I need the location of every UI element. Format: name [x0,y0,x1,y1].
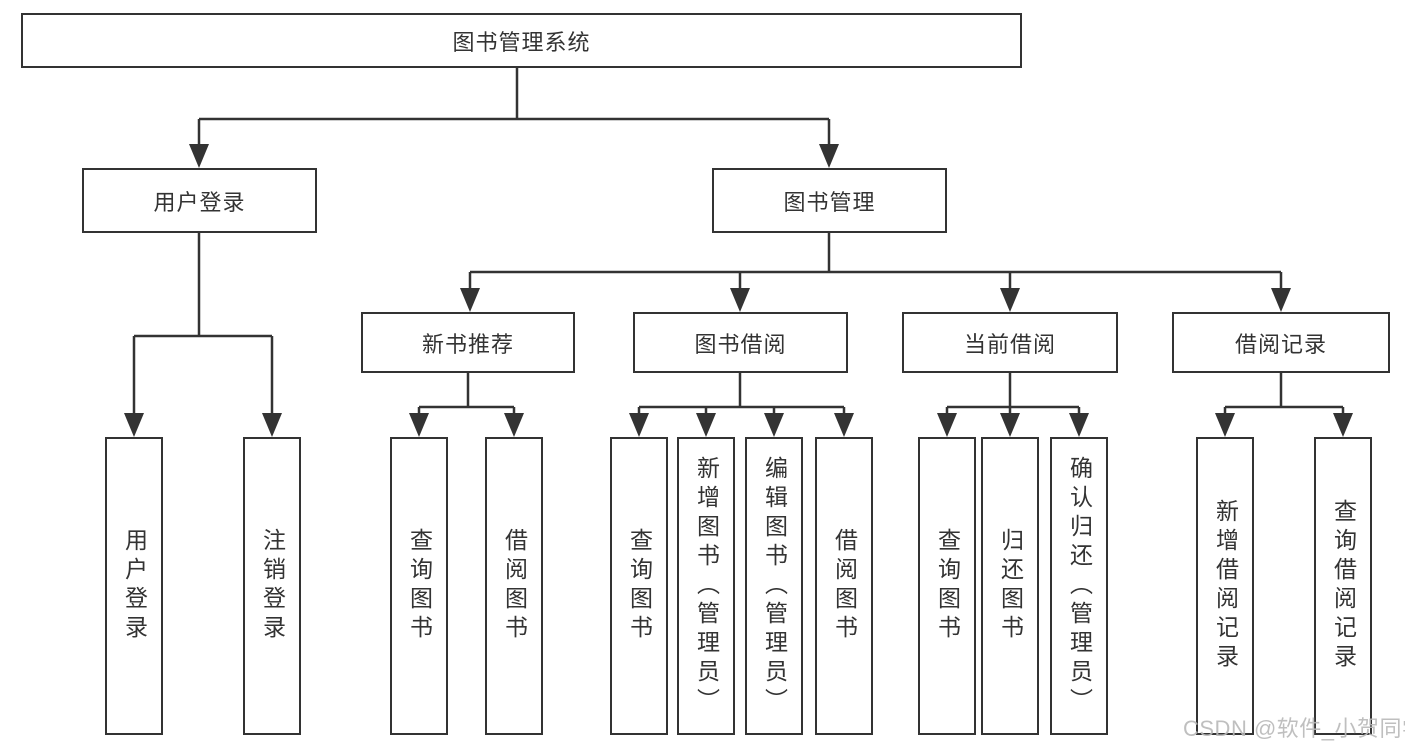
leaf-borrowing-edit-books-admin-label: 编辑图书（管理员） [761,455,788,717]
leaf-records-add-record: 新增借阅记录 [1196,437,1254,735]
node-book-management: 图书管理 [712,168,947,233]
leaf-user-login: 用户登录 [105,437,163,735]
node-borrowing-records: 借阅记录 [1172,312,1390,373]
leaf-borrowing-query-books: 查询图书 [610,437,668,735]
leaf-current-confirm-return-admin-label: 确认归还（管理员） [1066,455,1093,717]
node-book-borrowing: 图书借阅 [633,312,848,373]
leaf-current-return-books-label: 归还图书 [997,528,1024,644]
leaf-current-return-books: 归还图书 [981,437,1039,735]
leaf-records-query-record-label: 查询借阅记录 [1330,499,1357,673]
leaf-recommend-query-books-label: 查询图书 [406,528,433,644]
leaf-logout-label: 注销登录 [259,528,286,644]
leaf-current-query-books: 查询图书 [918,437,976,735]
node-root-label: 图书管理系统 [452,29,591,55]
leaf-current-confirm-return-admin: 确认归还（管理员） [1050,437,1108,735]
csdn-watermark: CSDN @软件_小贺同学 [1183,716,1405,741]
node-current-borrowing-label: 当前借阅 [963,331,1056,357]
leaf-borrowing-borrow-books: 借阅图书 [815,437,873,735]
node-user-login-label: 用户登录 [153,189,246,215]
leaf-borrowing-add-books-admin-label: 新增图书（管理员） [693,455,720,717]
node-book-management-label: 图书管理 [783,189,876,215]
leaf-borrowing-add-books-admin: 新增图书（管理员） [677,437,735,735]
leaf-records-add-record-label: 新增借阅记录 [1212,499,1239,673]
node-user-login: 用户登录 [82,168,317,233]
leaf-recommend-query-books: 查询图书 [390,437,448,735]
arrowheads [124,144,1353,437]
node-root: 图书管理系统 [21,13,1022,68]
node-new-book-recommend-label: 新书推荐 [421,331,514,357]
leaf-borrowing-borrow-books-label: 借阅图书 [831,528,858,644]
node-new-book-recommend: 新书推荐 [361,312,575,373]
leaf-user-login-label: 用户登录 [121,528,148,644]
node-borrowing-records-label: 借阅记录 [1234,331,1327,357]
leaf-recommend-borrow-books: 借阅图书 [485,437,543,735]
leaf-records-query-record: 查询借阅记录 [1314,437,1372,735]
node-book-borrowing-label: 图书借阅 [694,331,787,357]
leaf-borrowing-query-books-label: 查询图书 [626,528,653,644]
leaf-current-query-books-label: 查询图书 [934,528,961,644]
node-current-borrowing: 当前借阅 [902,312,1118,373]
leaf-recommend-borrow-books-label: 借阅图书 [501,528,528,644]
leaf-borrowing-edit-books-admin: 编辑图书（管理员） [745,437,803,735]
leaf-logout: 注销登录 [243,437,301,735]
